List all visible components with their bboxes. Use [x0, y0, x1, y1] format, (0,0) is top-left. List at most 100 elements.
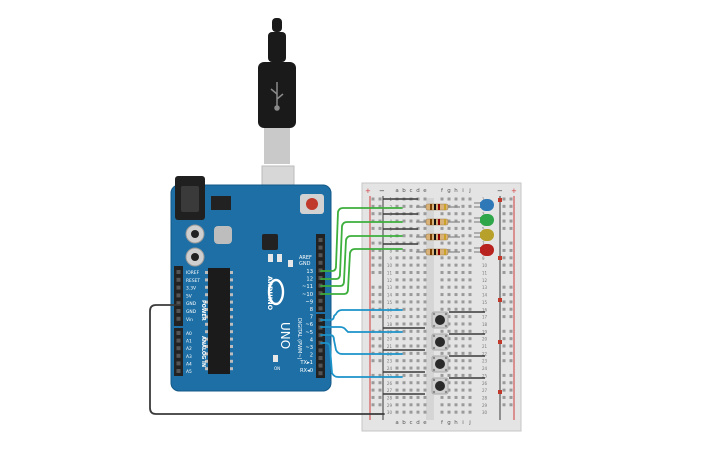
breadboard-hole[interactable]: [395, 219, 399, 223]
breadboard-hole[interactable]: [423, 381, 427, 385]
rail-hole[interactable]: [371, 271, 375, 274]
rail-hole[interactable]: [378, 300, 382, 304]
breadboard-hole[interactable]: [440, 395, 444, 399]
rail-hole[interactable]: [371, 219, 375, 223]
breadboard-hole[interactable]: [447, 300, 451, 304]
resistor[interactable]: [416, 203, 460, 211]
breadboard-hole[interactable]: [395, 344, 399, 348]
rail-hole[interactable]: [502, 337, 506, 341]
breadboard-hole[interactable]: [402, 256, 406, 260]
breadboard-hole[interactable]: [409, 256, 413, 260]
header-pin-hole[interactable]: [176, 301, 181, 306]
header-pin-hole[interactable]: [176, 331, 181, 335]
rail-hole[interactable]: [378, 388, 382, 392]
rail-hole[interactable]: [502, 293, 506, 297]
rail-hole[interactable]: [509, 381, 513, 385]
breadboard-hole[interactable]: [454, 329, 458, 333]
rail-hole[interactable]: [371, 263, 375, 267]
rail-hole[interactable]: [371, 300, 375, 304]
breadboard-hole[interactable]: [402, 241, 406, 245]
led-yellow[interactable]: [474, 229, 494, 241]
breadboard-hole[interactable]: [416, 248, 420, 252]
rail-hole[interactable]: [378, 395, 382, 399]
breadboard-hole[interactable]: [395, 204, 399, 208]
breadboard-hole[interactable]: [461, 403, 465, 407]
breadboard-hole[interactable]: [468, 403, 472, 407]
breadboard-hole[interactable]: [402, 410, 406, 414]
breadboard-hole[interactable]: [447, 204, 451, 208]
breadboard-hole[interactable]: [447, 226, 451, 230]
breadboard-hole[interactable]: [468, 373, 472, 377]
rail-hole[interactable]: [371, 212, 375, 216]
breadboard-hole[interactable]: [409, 285, 413, 289]
breadboard-hole[interactable]: [440, 403, 444, 407]
breadboard-hole[interactable]: [454, 293, 458, 297]
breadboard-hole[interactable]: [468, 197, 472, 201]
breadboard-hole[interactable]: [454, 285, 458, 289]
breadboard-hole[interactable]: [423, 359, 427, 363]
breadboard-hole[interactable]: [454, 351, 458, 355]
breadboard-hole[interactable]: [454, 322, 458, 326]
breadboard-hole[interactable]: [409, 263, 413, 267]
rail-hole[interactable]: [371, 403, 375, 407]
rail-hole[interactable]: [378, 248, 382, 252]
breadboard-hole[interactable]: [395, 373, 399, 377]
breadboard-hole[interactable]: [416, 410, 420, 414]
breadboard-hole[interactable]: [440, 271, 444, 274]
breadboard-hole[interactable]: [447, 234, 451, 238]
breadboard-hole[interactable]: [454, 381, 458, 385]
rail-hole[interactable]: [378, 256, 382, 260]
breadboard-hole[interactable]: [440, 285, 444, 289]
breadboard-hole[interactable]: [440, 329, 444, 333]
breadboard-hole[interactable]: [423, 256, 427, 260]
breadboard-hole[interactable]: [454, 278, 458, 282]
breadboard-hole[interactable]: [468, 381, 472, 385]
rail-hole[interactable]: [502, 241, 506, 245]
breadboard-hole[interactable]: [423, 248, 427, 252]
rail-hole[interactable]: [509, 373, 513, 377]
header-pin-hole[interactable]: [318, 253, 323, 258]
breadboard-hole[interactable]: [461, 234, 465, 238]
breadboard-hole[interactable]: [423, 219, 427, 223]
breadboard-hole[interactable]: [402, 366, 406, 370]
breadboard-hole[interactable]: [409, 403, 413, 407]
rail-hole[interactable]: [502, 226, 506, 230]
breadboard-hole[interactable]: [468, 263, 472, 267]
breadboard-hole[interactable]: [423, 271, 427, 274]
rail-hole[interactable]: [378, 315, 382, 319]
rail-hole[interactable]: [502, 300, 506, 304]
breadboard-hole[interactable]: [423, 410, 427, 414]
rail-hole[interactable]: [509, 293, 513, 297]
resistor[interactable]: [416, 233, 460, 241]
rail-hole[interactable]: [509, 197, 513, 201]
breadboard-hole[interactable]: [395, 359, 399, 363]
wire-green-pin12[interactable]: [320, 221, 403, 280]
breadboard-hole[interactable]: [423, 307, 427, 311]
breadboard-hole[interactable]: [416, 300, 420, 304]
breadboard-hole[interactable]: [447, 410, 451, 414]
breadboard-hole[interactable]: [461, 300, 465, 304]
breadboard-hole[interactable]: [454, 344, 458, 348]
breadboard-hole[interactable]: [402, 307, 406, 311]
header-pin-hole[interactable]: [318, 245, 323, 250]
rail-hole[interactable]: [371, 388, 375, 392]
breadboard-hole[interactable]: [409, 410, 413, 414]
rail-hole[interactable]: [378, 219, 382, 223]
breadboard-hole[interactable]: [416, 373, 420, 377]
header-pin-hole[interactable]: [176, 277, 181, 282]
rail-hole[interactable]: [371, 344, 375, 348]
breadboard-hole[interactable]: [440, 293, 444, 297]
header-pin-hole[interactable]: [176, 309, 181, 313]
breadboard-hole[interactable]: [423, 293, 427, 297]
breadboard-hole[interactable]: [416, 204, 420, 208]
breadboard-hole[interactable]: [402, 234, 406, 238]
breadboard-hole[interactable]: [423, 373, 427, 377]
breadboard-hole[interactable]: [409, 219, 413, 223]
rail-hole[interactable]: [509, 307, 513, 311]
rail-hole[interactable]: [502, 381, 506, 385]
breadboard-hole[interactable]: [461, 373, 465, 377]
breadboard-hole[interactable]: [468, 219, 472, 223]
breadboard-hole[interactable]: [416, 366, 420, 370]
breadboard-hole[interactable]: [416, 219, 420, 223]
breadboard-hole[interactable]: [416, 241, 420, 245]
